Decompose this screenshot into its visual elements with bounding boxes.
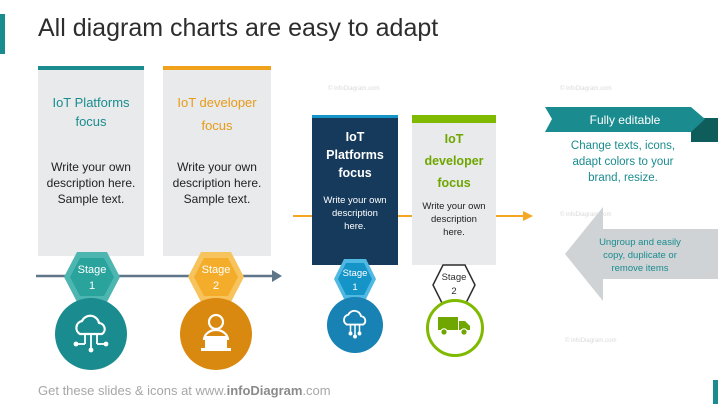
card-top-border [38,66,144,70]
developer-laptop-icon [201,313,231,351]
stage-label: Stage 2 [186,264,246,293]
card-desc-line: Sample text. [57,192,125,206]
stage-word: Stage [342,268,368,279]
card-desc-line: Write your own [177,160,257,174]
cloud-network-icon [73,314,109,353]
stage-number: 1 [352,282,358,293]
stage-card-iot-developer: IoT developer focus Write your own descr… [163,70,271,256]
cloud-network-icon [343,309,367,339]
footer-suffix: .com [302,383,331,398]
stage-hexagon [64,252,120,302]
editable-note-line: Change texts, icons, [570,140,676,152]
card-desc-line: Write your own [51,160,131,174]
card-title-line: focus [75,114,107,129]
card-desc-line: here. [344,221,366,232]
ribbon-label: Fully editable [589,113,661,127]
footer-accent-tab [713,380,718,404]
footer-prefix: Get these slides & icons at www. [38,383,227,398]
stage-card-iot-developer-light: IoT developer focus Write your own descr… [412,123,496,265]
stage-icon-circle [180,298,252,370]
slide-title: All diagram charts are easy to adapt [38,14,439,42]
card-title-line: focus [437,176,471,190]
stage-word: Stage [77,264,107,276]
card-title-line: IoT developer [177,95,257,110]
card-desc-line: description [431,214,477,225]
stage-word: Stage [441,272,467,283]
card-title-line: IoT [345,130,365,144]
watermark: © infoDiagram.com [560,212,612,218]
stage-hexagon [334,259,376,299]
watermark: © infoDiagram.com [328,86,380,92]
ungroup-note-line: copy, duplicate or [603,250,677,261]
card-desc-line: description [332,208,378,219]
card-title-line: focus [201,118,233,133]
card-desc-line: description here. [46,176,136,190]
card-top-border [412,115,496,123]
ribbon-banner [545,107,718,142]
ungroup-arrow-shape [565,207,718,301]
stage-word: Stage [201,264,231,276]
card-desc-line: Write your own [422,201,486,212]
stage-number: 1 [88,280,96,292]
ungroup-note-line: remove items [611,263,669,274]
stage-hexagon [188,252,244,302]
stage-card-iot-platforms: IoT Platforms focus Write your own descr… [38,70,144,256]
watermark: © infoDiagram.com [560,86,612,92]
stage-label: Stage 1 [62,264,122,293]
card-title-line: IoT Platforms [52,95,130,110]
ungroup-note-line: Ungroup and easily [599,237,681,248]
footer-brand: infoDiagram [226,383,303,398]
stage-card-iot-platforms-dark: IoT Platforms focus Write your own descr… [312,118,398,265]
card-desc-line: Sample text. [183,192,251,206]
card-desc-line: description here. [172,176,262,190]
card-top-border [163,66,271,70]
editable-note-line: brand, resize. [588,172,658,184]
stage-number: 2 [212,280,220,292]
card-top-border [312,115,398,118]
ungroup-note: Ungroup and easily copy, duplicate or re… [580,236,700,275]
card-desc-line: Write your own [323,195,387,206]
editable-note-line: adapt colors to your [572,156,674,168]
card-title-line: developer [424,154,484,168]
footer-credit: Get these slides & icons at www.infoDiag… [38,383,331,398]
stage-label: Stage 2 [432,272,476,297]
editable-note: Change texts, icons, adapt colors to you… [553,138,693,186]
card-title-line: Platforms [326,148,384,162]
title-accent-tab [0,14,5,54]
truck-icon [438,317,470,336]
stage-number: 2 [451,286,457,297]
card-title-line: IoT [444,132,464,146]
stage-label: Stage 1 [333,268,377,293]
card-title-line: focus [338,166,372,180]
card-desc-line: here. [443,227,465,238]
watermark: © infoDiagram.com [565,338,617,344]
